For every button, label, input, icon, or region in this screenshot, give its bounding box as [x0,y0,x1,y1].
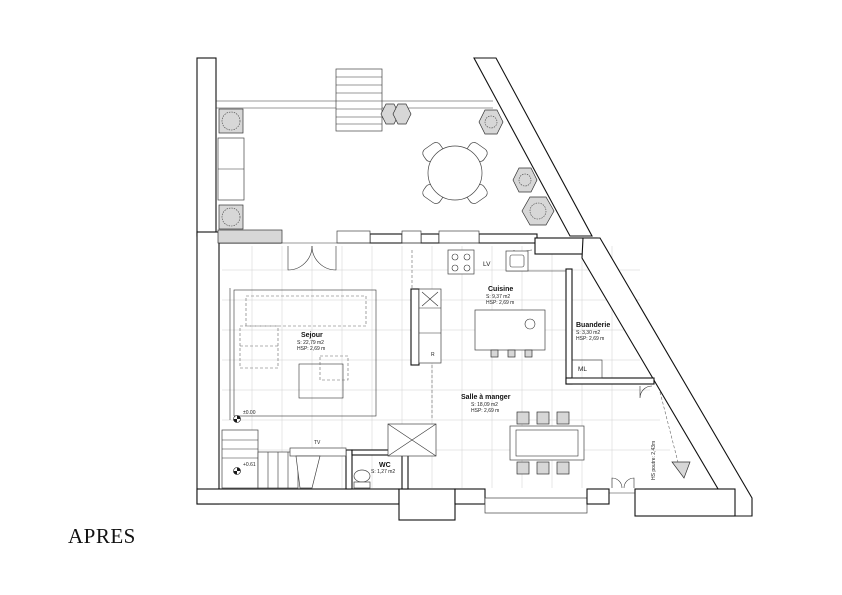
room-hsp-buanderie: HSP: 2,69 m [576,336,604,342]
label-level-1: +0.61 [243,462,256,468]
room-hsp-salle: HSP: 2,69 m [471,408,499,414]
terrace [196,57,593,237]
planter-icon [478,109,504,135]
tv-unit [289,447,347,457]
room-surface-wc: S: 1,27 m2 [371,469,395,475]
plan-caption: APRES [68,524,136,548]
planter-icon [218,108,244,134]
rug [233,289,377,417]
label-level-0: ±0.00 [243,410,256,416]
room-hsp-sejour: HSP: 2,69 m [297,346,325,352]
level-marker-icon [233,415,241,423]
level-marker-icon [233,467,241,475]
label-ml: ML [578,366,587,373]
sink [505,250,529,272]
dining-table [509,425,585,461]
washing-machine [571,359,603,379]
window [401,230,422,244]
window [336,230,371,244]
label-tv: TV [314,440,321,446]
label-lv: LV [483,261,491,268]
planter-icon [218,204,244,230]
label-poutre: HS poutre: 2,43m [651,441,657,480]
label-r: R [431,352,435,358]
coffee-table [298,363,344,399]
room-surface-buanderie: S: 3,30 m2 [576,330,600,336]
terrace-staircase [335,68,383,132]
left-wall [196,231,220,505]
terrace-table [422,142,488,204]
planter-icon [512,167,538,193]
stove [447,249,475,275]
sejour-furniture [229,288,377,420]
terrace-left-wall [196,57,217,237]
room-surface-cuisine: S: 9,37 m2 [486,294,510,300]
room-surface-sejour: S: 22,79 m2 [297,340,324,346]
window [484,497,588,514]
room-name-cuisine: Cuisine [488,286,513,293]
planter-icon [380,103,412,125]
room-surface-salle: S: 18,09 m2 [471,402,498,408]
planter-icon [521,196,555,226]
room-name-wc: WC [379,462,391,469]
sofa [245,295,367,327]
dining-furniture [509,391,691,479]
kitchen-island [474,309,546,351]
terrace-diagonal-wall [473,57,593,237]
right-diagonal-wall [581,237,753,517]
entry-stairs [221,423,437,489]
kitchen-furniture [418,249,546,364]
bottom-wall [196,488,400,505]
room-name-salle: Salle à manger [461,394,511,401]
wc-furniture [353,469,371,489]
room-name-buanderie: Buanderie [576,322,610,329]
room-hsp-cuisine: HSP: 2,69 m [486,300,514,306]
partition-wall [410,288,420,366]
toilet [353,469,371,483]
walls [196,229,753,521]
room-name-sejour: Sejour [301,332,323,339]
window [438,230,480,244]
